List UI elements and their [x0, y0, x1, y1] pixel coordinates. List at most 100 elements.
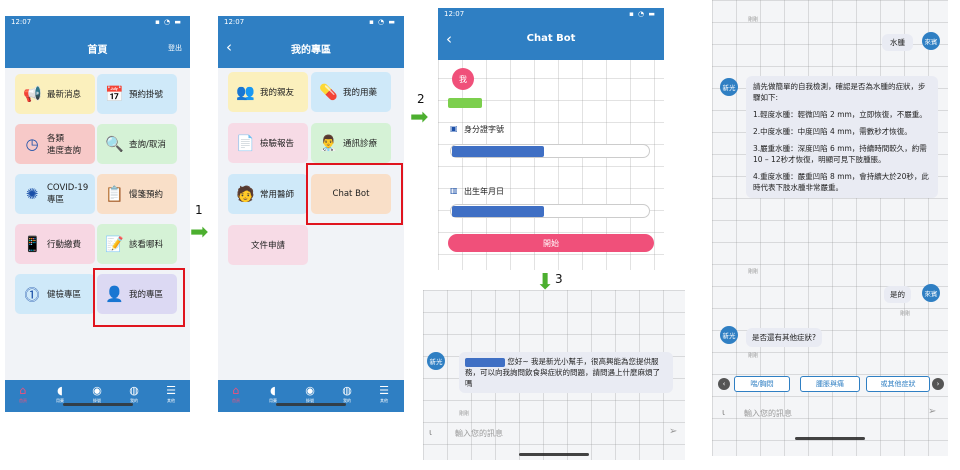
send-icon[interactable]: ➢	[928, 406, 937, 417]
home-indicator	[62, 403, 133, 406]
page-title: Chat Bot	[526, 33, 576, 44]
tab-home[interactable]: ⌂首頁	[19, 384, 27, 403]
navbar: ‹ Chat Bot	[438, 22, 664, 60]
tile-label: 預約掛號	[129, 90, 164, 100]
tile-document-request[interactable]: 文件申請	[228, 225, 308, 265]
send-icon[interactable]: ➢	[669, 426, 678, 437]
phone-pay-icon: 📱	[23, 235, 42, 253]
redaction-bar	[452, 146, 544, 157]
scroll-left-icon[interactable]: ‹	[718, 378, 730, 390]
chatbot-symptom-screen: 剛剛 來賓 水腫 新光 請先做簡單的自我檢測，確認是否為水腫的症狀，步驟如下: …	[712, 0, 948, 456]
chatbot-login-screen: 12:07 ▪ ◔ ▬ ‹ Chat Bot 我 ▣ 身分證字號 ▥ 出生年月日…	[438, 8, 664, 270]
tile-label: 文件申請	[250, 241, 285, 251]
timestamp: 剛剛	[459, 411, 470, 417]
tile-label: 查詢/取消	[129, 140, 166, 150]
id-label: 身分證字號	[464, 125, 504, 134]
navbar: 首頁 登出	[5, 30, 190, 68]
tab-medication[interactable]: ◖用藥	[56, 384, 64, 403]
arrow-right-icon: ➡	[410, 105, 429, 130]
clipboard-icon: 📝	[105, 235, 124, 253]
tile-progress[interactable]: ◷ 各類 進度查詢	[15, 124, 95, 164]
navbar: ‹ 我的專區	[218, 30, 404, 68]
tab-mine[interactable]: ◍我的	[129, 384, 139, 403]
id-card-icon: ▣	[450, 124, 458, 133]
tab-bar: ⌂首頁 ◖用藥 ◉掛號 ◍我的 ☰其他	[5, 380, 190, 412]
user-bubble: 是的	[884, 286, 911, 303]
option-chest-tightness[interactable]: 喘/胸悶	[734, 376, 790, 392]
logout-button[interactable]: 登出	[168, 44, 182, 52]
timestamp: 剛剛	[748, 269, 759, 275]
tab-registration[interactable]: ◉掛號	[92, 384, 102, 403]
timestamp: 剛剛	[748, 353, 759, 359]
tab-home[interactable]: ⌂首頁	[232, 384, 240, 403]
tile-favorite-doctors[interactable]: 🧑 常用醫師	[228, 174, 308, 214]
dob-label: 出生年月日	[464, 187, 504, 196]
user-icon: 👤	[105, 285, 124, 303]
physician-icon: 🧑	[236, 185, 255, 203]
symptom-item: 4.重度水腫：嚴重凹陷 8 mm，會持續大於20秒，此時代表下肢水腫非常嚴重。	[753, 172, 929, 192]
tile-my-area[interactable]: 👤 我的專區	[97, 274, 177, 314]
tile-label: 該看哪科	[129, 240, 164, 250]
tile-chat-bot[interactable]: Chat Bot	[311, 174, 391, 214]
me-avatar: 我	[452, 68, 474, 90]
prescription-icon: 📋	[105, 185, 124, 203]
option-other-symptoms[interactable]: 或其他症狀	[866, 376, 930, 392]
page-title: 我的專區	[291, 45, 331, 56]
tab-mine[interactable]: ◍我的	[342, 384, 352, 403]
tile-news[interactable]: 📢 最新消息	[15, 74, 95, 114]
my-area-screen: 12:07 ▪ ◔ ▬ ‹ 我的專區 👥 我的親友 💊 我的用藥 📄 檢驗報告 …	[218, 16, 404, 412]
tile-payment[interactable]: 📱 行動繳費	[15, 224, 95, 264]
scroll-right-icon[interactable]: ›	[932, 378, 944, 390]
option-swelling-pain[interactable]: 腫脹與痛	[800, 376, 860, 392]
tile-label: 檢驗報告	[260, 139, 295, 149]
message-input[interactable]: 輸入您的訊息	[455, 429, 503, 438]
tile-appointment[interactable]: 📅 預約掛號	[97, 74, 177, 114]
tile-which-dept[interactable]: 📝 該看哪科	[97, 224, 177, 264]
tab-other[interactable]: ☰其他	[379, 384, 389, 403]
virus-icon: ✺	[25, 185, 39, 203]
timestamp: 剛剛	[748, 17, 759, 23]
tile-telemedicine[interactable]: 👨‍⚕️ 通訊診療	[311, 123, 391, 163]
tile-label: 通訊診療	[343, 139, 378, 149]
tab-registration[interactable]: ◉掛號	[305, 384, 315, 403]
back-icon[interactable]: ‹	[226, 38, 232, 56]
greeting-text: 您好~ 我是新光小幫手，很高興能為您提供服務，可以向我詢問飲食與症狀的問題，請問…	[465, 357, 660, 388]
back-icon[interactable]: ‹	[446, 30, 452, 48]
tile-refill[interactable]: 📋 慢箋預約	[97, 174, 177, 214]
chatbot-greeting-screen: 新光 您好~ 我是新光小幫手，很高興能為您提供服務，可以向我詢問飲食與症狀的問題…	[423, 290, 685, 460]
family-icon: 👥	[236, 83, 255, 101]
message-input[interactable]: 輸入您的訊息	[744, 409, 792, 418]
tile-search-cancel[interactable]: 🔍 查詢/取消	[97, 124, 177, 164]
tile-label: 我的親友	[260, 88, 295, 98]
signal-wifi-battery-icon: ▪ ◔ ▬	[155, 18, 182, 26]
report-icon: 📄	[236, 134, 255, 152]
tile-label: 慢箋預約	[129, 190, 164, 200]
attachment-icon[interactable]: ⍳	[722, 408, 726, 418]
clock-icon: ◷	[25, 135, 39, 153]
attachment-icon[interactable]: ⍳	[429, 428, 433, 438]
tile-covid[interactable]: ✺ COVID-19 專區	[15, 174, 95, 214]
status-time: 12:07	[444, 10, 465, 18]
guest-avatar: 來賓	[922, 32, 940, 50]
step-label: 1	[195, 203, 203, 217]
redaction-bar	[452, 206, 544, 217]
tile-lab-report[interactable]: 📄 檢驗報告	[228, 123, 308, 163]
status-bar: 12:07 ▪ ◔ ▬	[438, 8, 664, 22]
tile-my-medication[interactable]: 💊 我的用藥	[311, 72, 391, 112]
start-button[interactable]: 開始	[448, 234, 654, 252]
signal-wifi-battery-icon: ▪ ◔ ▬	[369, 18, 396, 26]
tile-label: 我的用藥	[343, 88, 378, 98]
tab-other[interactable]: ☰其他	[166, 384, 176, 403]
symptom-item: 3.嚴重水腫：深度凹陷 6 mm，持續時間較久，約需10 – 12秒才恢復，明顯…	[753, 144, 927, 164]
tile-health-check[interactable]: ⓵ 健檢專區	[15, 274, 95, 314]
tab-medication[interactable]: ◖用藥	[269, 384, 277, 403]
page-title: 首頁	[87, 45, 108, 56]
status-bar: 12:07 ▪ ◔ ▬	[218, 16, 404, 30]
tile-label: 常用醫師	[260, 190, 295, 200]
tile-family[interactable]: 👥 我的親友	[228, 72, 308, 112]
calendar-check-icon: 📅	[105, 85, 124, 103]
arrow-down-icon: ⬇	[536, 270, 555, 295]
highlight-my-area	[93, 268, 185, 327]
doctor-icon: 👨‍⚕️	[319, 134, 338, 152]
home-screen: 12:07 ▪ ◔ ▬ 首頁 登出 📢 最新消息 📅 預約掛號 ◷ 各類 進度查…	[5, 16, 190, 412]
